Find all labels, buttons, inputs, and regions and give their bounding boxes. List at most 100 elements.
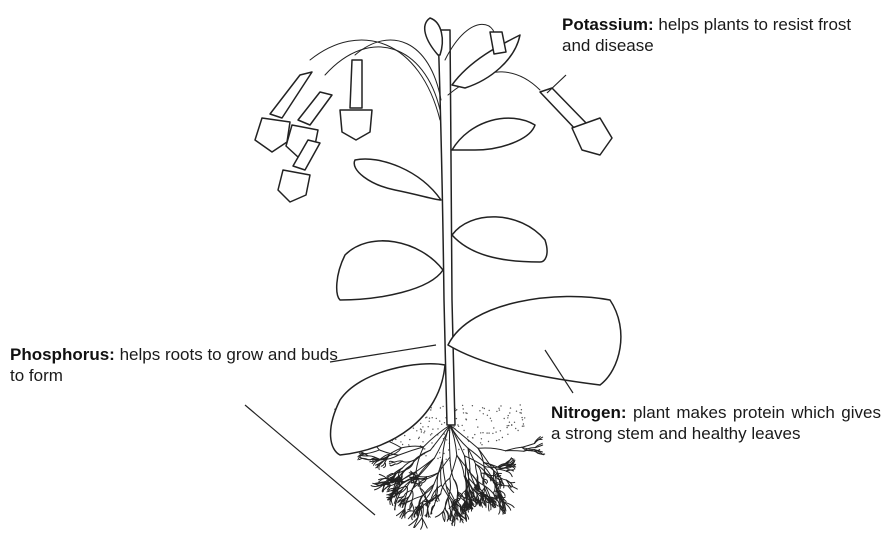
soil-dot: [495, 431, 496, 432]
potassium-label: Potassium: helps plants to resist frost …: [562, 14, 882, 56]
soil-dot: [420, 428, 421, 429]
soil-dot: [488, 432, 489, 433]
soil-dot: [430, 434, 431, 435]
soil-dot: [484, 408, 485, 409]
soil-dot: [496, 411, 497, 412]
soil-dot: [472, 437, 473, 438]
root-strand: [390, 464, 395, 466]
soil-dot: [431, 442, 432, 443]
soil-dot: [482, 407, 483, 408]
leaf-icon: [452, 217, 547, 262]
soil-dot: [482, 432, 483, 433]
soil-dot: [502, 437, 503, 438]
phosphorus-label: Phosphorus: helps roots to grow and buds…: [10, 344, 340, 386]
soil-dot: [523, 423, 524, 424]
soil-dot: [440, 457, 441, 458]
soil-dot: [431, 433, 432, 434]
root-strand: [449, 425, 450, 457]
root-strand: [462, 507, 469, 508]
soil-dot: [521, 417, 522, 418]
root-strand: [417, 458, 434, 478]
soil-dot: [419, 437, 420, 438]
root-strand: [493, 480, 495, 491]
leaf-icon: [425, 18, 443, 55]
soil-dot: [524, 417, 525, 418]
soil-dot: [444, 422, 445, 423]
soil-dot: [463, 408, 464, 409]
soil-dot: [489, 410, 490, 411]
soil-dot: [453, 426, 454, 427]
flower-icon: [340, 60, 372, 140]
soil-dot: [456, 418, 457, 419]
soil-dot: [510, 407, 511, 408]
soil-dot: [521, 412, 522, 413]
soil-dot: [509, 412, 510, 413]
phosphorus-term: Phosphorus:: [10, 345, 115, 364]
soil-dot: [400, 441, 401, 442]
soil-dot: [506, 427, 507, 428]
soil-dot: [496, 440, 497, 441]
soil-dot: [408, 444, 409, 445]
soil-dot: [425, 455, 426, 456]
nitrogen-term: Nitrogen:: [551, 403, 627, 422]
root-strand: [450, 425, 468, 448]
soil-dot: [522, 419, 523, 420]
soil-dot: [498, 439, 499, 440]
root-strand: [389, 461, 394, 462]
soil-dot: [422, 426, 423, 427]
soil-dot: [491, 420, 492, 421]
flower-icon: [540, 88, 612, 155]
soil-dot: [437, 458, 438, 459]
root-strand: [457, 455, 464, 476]
root-strand: [505, 451, 524, 452]
soil-dot: [517, 430, 518, 431]
soil-dot: [508, 415, 509, 416]
soil-dot: [432, 417, 433, 418]
soil-dot: [479, 410, 480, 411]
leaf-icon: [448, 296, 621, 385]
soil-dot: [420, 423, 421, 424]
soil-dot: [488, 441, 489, 442]
soil-dot: [424, 448, 425, 449]
root-strand: [522, 444, 535, 448]
root-strand: [360, 455, 368, 456]
soil-dot: [439, 452, 440, 453]
soil-dot: [486, 432, 487, 433]
soil-dot: [481, 444, 482, 445]
soil-dot: [443, 453, 444, 454]
soil-dot: [466, 413, 467, 414]
soil-dot: [477, 426, 478, 427]
soil-dot: [504, 418, 505, 419]
soil-dot: [448, 449, 449, 450]
leaf-icon: [452, 35, 520, 88]
soil-dot: [507, 417, 508, 418]
soil-dot: [437, 428, 438, 429]
root-strand: [478, 448, 505, 451]
soil-dot: [500, 430, 501, 431]
soil-dot: [490, 418, 491, 419]
soil-dot: [424, 431, 425, 432]
soil-dot: [498, 408, 499, 409]
soil-dot: [436, 418, 437, 419]
soil-dot: [511, 425, 512, 426]
soil-dot: [508, 425, 509, 426]
soil-dot: [507, 425, 508, 426]
nitrogen-label: Nitrogen: plant makes protein which give…: [551, 402, 881, 444]
soil-dot: [404, 435, 405, 436]
soil-dot: [509, 422, 510, 423]
soil-dot: [441, 424, 442, 425]
soil-dot: [430, 409, 431, 410]
root-strand: [366, 450, 379, 454]
soil-dot: [483, 413, 484, 414]
soil-dot: [481, 438, 482, 439]
soil-dot: [467, 436, 468, 437]
soil-dot: [500, 405, 501, 406]
soil-dot: [474, 434, 475, 435]
soil-dot: [421, 431, 422, 432]
soil-dot: [432, 429, 433, 430]
leaf-icon: [337, 241, 443, 300]
soil-dot: [476, 419, 477, 420]
soil-dot: [515, 428, 516, 429]
soil-dot: [446, 439, 447, 440]
